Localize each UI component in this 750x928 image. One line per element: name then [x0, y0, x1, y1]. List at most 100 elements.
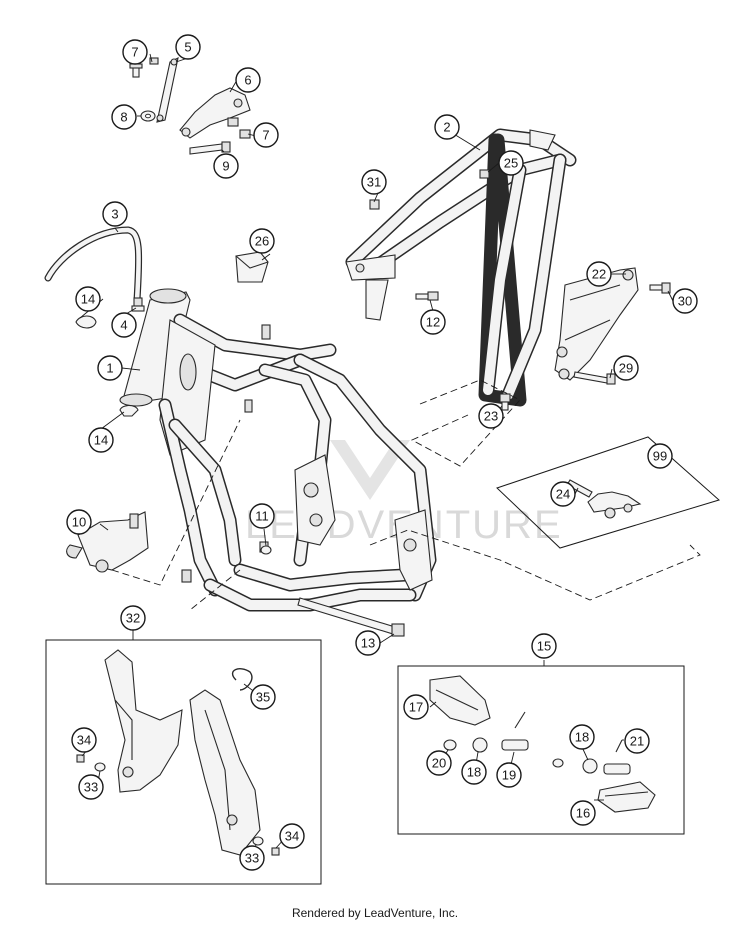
callout-2: 2: [434, 114, 460, 140]
nut-30: [649, 282, 671, 294]
callout-8-label: 8: [120, 110, 127, 125]
kit-99-box: [496, 436, 721, 549]
callout-12-label: 12: [426, 315, 440, 330]
washer-8: [140, 110, 156, 122]
callout-5-label: 5: [184, 40, 191, 55]
callout-17-label: 17: [409, 700, 423, 715]
callout-18-left-label: 18: [467, 765, 481, 780]
callout-1: 1: [97, 355, 123, 381]
callout-8: 8: [111, 104, 137, 130]
callout-34-right-label: 34: [285, 829, 299, 844]
callout-33-left-label: 33: [84, 780, 98, 795]
callout-29-label: 29: [619, 361, 633, 376]
hose-clip-upper: [75, 315, 97, 329]
screw-29: [573, 371, 616, 385]
callout-7-upper-label: 7: [131, 45, 138, 60]
assembly-dashes: [111, 379, 701, 611]
callout-20: 20: [426, 750, 452, 776]
screw-23: [499, 393, 511, 411]
callout-7-lower: 7: [253, 122, 279, 148]
callout-6: 6: [235, 67, 261, 93]
callout-25-label: 25: [504, 156, 518, 171]
callout-16-label: 16: [576, 806, 590, 821]
callout-23: 23: [478, 403, 504, 429]
heel-guard: [554, 267, 639, 381]
callout-14-lower: 14: [88, 427, 114, 453]
subframe: [345, 128, 577, 407]
callout-22: 22: [586, 261, 612, 287]
callout-18-right-label: 18: [575, 730, 589, 745]
callout-32: 32: [120, 605, 146, 631]
callout-2-label: 2: [443, 120, 450, 135]
callout-5: 5: [175, 34, 201, 60]
callout-6-label: 6: [244, 73, 251, 88]
callout-16: 16: [570, 800, 596, 826]
callout-35: 35: [250, 684, 276, 710]
callout-21: 21: [624, 728, 650, 754]
callout-99-label: 99: [653, 449, 667, 464]
breather-hose: [44, 226, 143, 304]
callout-13-label: 13: [361, 636, 375, 651]
frame-protector-box: [45, 639, 322, 885]
callout-33-right: 33: [239, 845, 265, 871]
callout-15-label: 15: [537, 639, 551, 654]
callout-10: 10: [66, 509, 92, 535]
chain-guide-bracket: [66, 511, 149, 573]
main-frame: [119, 288, 437, 612]
callout-1-label: 1: [106, 361, 113, 376]
callout-34-right: 34: [279, 823, 305, 849]
callout-21-label: 21: [630, 734, 644, 749]
callout-32-label: 32: [126, 611, 140, 626]
callout-99: 99: [647, 443, 673, 469]
callout-18-left: 18: [461, 759, 487, 785]
callout-11-label: 11: [255, 509, 269, 524]
callout-3: 3: [102, 201, 128, 227]
callout-11: 11: [249, 503, 275, 529]
callout-4-label: 4: [120, 318, 127, 333]
callout-33-left: 33: [78, 774, 104, 800]
hose-fitting: [131, 297, 145, 312]
callout-24: 24: [550, 481, 576, 507]
callout-23-label: 23: [484, 409, 498, 424]
footer-credit: Rendered by LeadVenture, Inc.: [291, 906, 459, 920]
callout-7-upper: 7: [122, 39, 148, 65]
callout-30-label: 30: [678, 294, 692, 309]
callout-33-right-label: 33: [245, 851, 259, 866]
callout-7-lower-label: 7: [262, 128, 269, 143]
callout-17: 17: [403, 694, 429, 720]
callout-25: 25: [498, 150, 524, 176]
callout-34-left: 34: [71, 727, 97, 753]
screw-12: [415, 291, 439, 301]
callout-9: 9: [213, 153, 239, 179]
callout-12: 12: [420, 309, 446, 335]
callout-15: 15: [531, 633, 557, 659]
engine-bracket-strap: [156, 56, 179, 123]
callout-31: 31: [361, 169, 387, 195]
callout-24-label: 24: [556, 487, 570, 502]
callout-10-label: 10: [72, 515, 86, 530]
callout-18-right: 18: [569, 724, 595, 750]
callout-29: 29: [613, 355, 639, 381]
callout-14-upper: 14: [75, 286, 101, 312]
hose-clip-lower: [119, 404, 139, 417]
callout-34-left-label: 34: [77, 733, 91, 748]
callout-26: 26: [249, 228, 275, 254]
callout-13: 13: [355, 630, 381, 656]
callout-4: 4: [111, 312, 137, 338]
screw-25: [479, 169, 490, 179]
callout-3-label: 3: [111, 207, 118, 222]
callout-14-lower-label: 14: [94, 433, 108, 448]
callout-14-upper-label: 14: [81, 292, 95, 307]
callout-35-label: 35: [256, 690, 270, 705]
callout-26-label: 26: [255, 234, 269, 249]
swingarm-bolt-13: [297, 597, 405, 637]
washer-11: [260, 545, 272, 555]
callout-9-label: 9: [222, 159, 229, 174]
frame-label: [235, 251, 269, 283]
callout-19-label: 19: [502, 768, 516, 783]
callout-31-label: 31: [367, 175, 381, 190]
callout-22-label: 22: [592, 267, 606, 282]
callout-30: 30: [672, 288, 698, 314]
screw-9: [189, 141, 231, 155]
